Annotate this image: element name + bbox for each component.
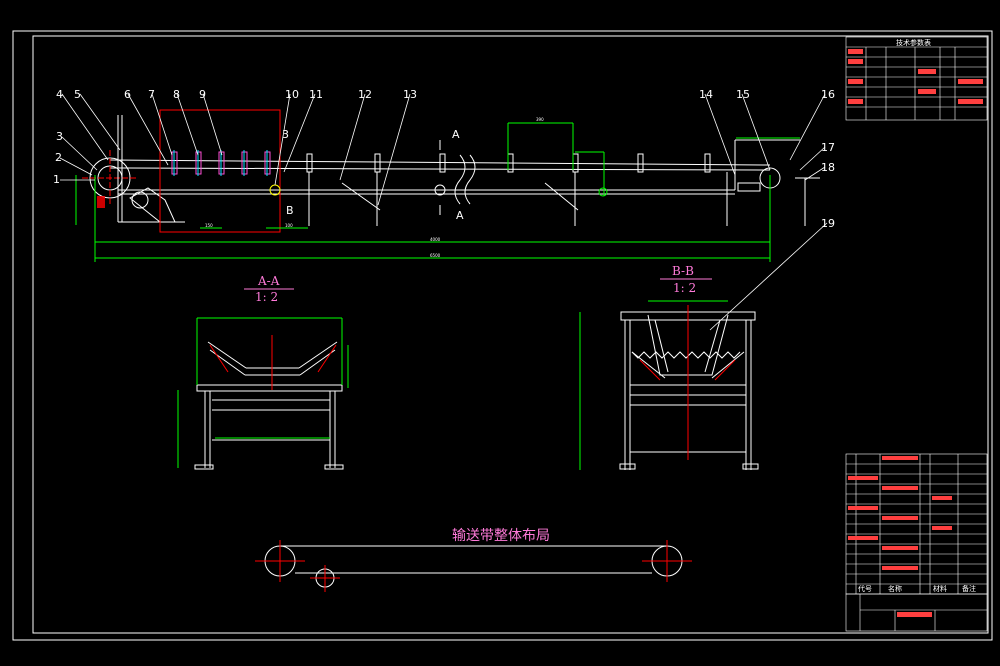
part-label-2: 2 [55,151,62,164]
part-label-9: 9 [199,88,206,101]
main-elevation-view: 4000 6500 390 150 100 1 [53,88,835,331]
section-a-scale: 1: 2 [255,290,278,304]
parts-list [845,453,988,632]
belt-layout-schematic: 输送带整体布局 [255,528,692,592]
svg-text:6500: 6500 [430,253,441,258]
part-label-11: 11 [309,88,323,101]
part-label-5: 5 [74,88,81,101]
part-label-15: 15 [736,88,750,101]
section-b-title: B-B [672,264,694,278]
impact-idlers [631,351,741,359]
section-a-title: A-A [257,274,280,288]
inner-border [32,35,989,634]
svg-text:150: 150 [205,223,213,228]
part-label-17: 17 [821,141,835,154]
part-label-1: 1 [53,173,60,186]
svg-text:100: 100 [285,223,293,228]
parts-header-material: 材料 [933,584,947,593]
parts-header-name: 名称 [888,584,902,593]
part-label-14: 14 [699,88,713,101]
dimension-lines [75,122,800,262]
part-label-7: 7 [148,88,155,101]
parts-header-remark: 备注 [962,584,976,593]
part-label-4: 4 [56,88,63,101]
part-label-6: 6 [124,88,131,101]
cut-mark-3: 3 [282,128,289,141]
part-label-3: 3 [56,130,63,143]
section-b-scale: 1: 2 [673,281,696,295]
section-a-view: A-A 1: 2 [177,274,349,470]
svg-text:390: 390 [536,117,544,122]
leader-lines [59,93,828,331]
parts-header-code: 代号 [858,584,872,593]
spec-table [845,36,988,121]
cut-mark-a-bottom: A [456,209,464,222]
spec-table-header: 技术参数表 [896,38,931,47]
svg-text:4000: 4000 [430,237,441,242]
part-label-13: 13 [403,88,417,101]
part-label-19: 19 [821,217,835,230]
outer-border [12,30,993,641]
layout-title: 输送带整体布局 [452,528,550,544]
part-label-8: 8 [173,88,180,101]
section-b-view: B-B 1: 2 [579,264,759,470]
cut-mark-b: B [286,204,294,217]
part-label-10: 10 [285,88,299,101]
part-label-12: 12 [358,88,372,101]
part-label-16: 16 [821,88,835,101]
part-label-18: 18 [821,161,835,174]
cut-mark-a-top: A [452,128,460,141]
